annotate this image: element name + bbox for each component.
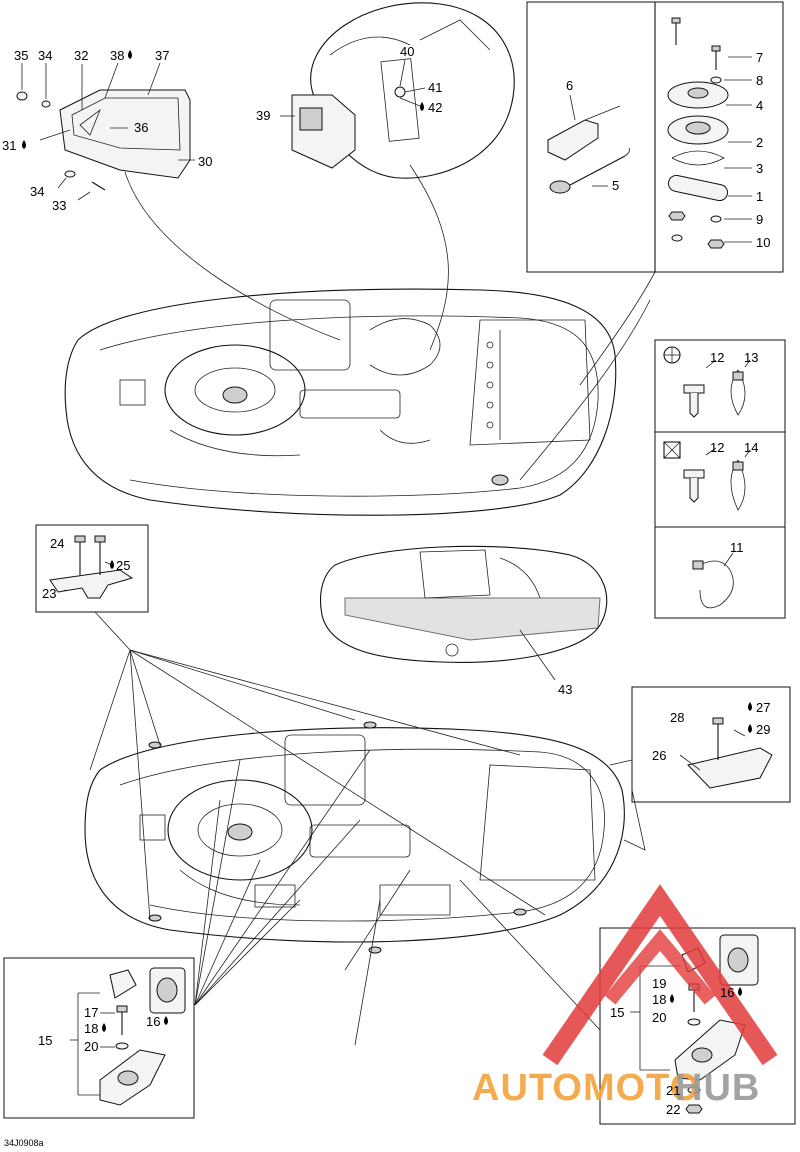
lubricant-drop-icons bbox=[22, 50, 752, 1032]
rear-cleat-detail-box bbox=[631, 686, 791, 803]
fastener-legend-box bbox=[654, 339, 786, 619]
callout-21: 21 bbox=[666, 1083, 680, 1098]
watermark-text-left: AUTOMOTO bbox=[472, 1067, 700, 1109]
callout-12-lower: 12 bbox=[710, 440, 724, 455]
drop-icon bbox=[102, 1023, 106, 1032]
callout-27: 27 bbox=[756, 700, 770, 715]
callout-9: 9 bbox=[756, 212, 763, 227]
callout-36: 36 bbox=[134, 120, 148, 135]
drop-icon bbox=[22, 140, 26, 149]
automotohub-watermark: AUTOMOTO HUB bbox=[472, 884, 778, 1109]
drop-icon bbox=[748, 702, 752, 711]
leader-lines-top bbox=[124, 164, 656, 481]
drop-icon bbox=[164, 1016, 168, 1025]
upper-deck-body bbox=[64, 288, 617, 516]
callout-22: 22 bbox=[666, 1102, 680, 1117]
callout-37: 37 bbox=[155, 48, 169, 63]
callout-28: 28 bbox=[670, 710, 684, 725]
cleat-detail-box bbox=[35, 524, 149, 613]
callout-15-right: 15 bbox=[610, 1005, 624, 1020]
callout-43: 43 bbox=[558, 682, 572, 697]
callout-15-left: 15 bbox=[38, 1033, 52, 1048]
callout-14: 14 bbox=[744, 440, 758, 455]
storage-latch-box-left bbox=[3, 957, 195, 1119]
callout-17: 17 bbox=[84, 1005, 98, 1020]
callout-16-right: 16 bbox=[720, 985, 734, 1000]
callout-2: 2 bbox=[756, 135, 763, 150]
watermark-triangle bbox=[542, 884, 778, 1066]
lower-deck-body bbox=[84, 721, 625, 954]
callout-3: 3 bbox=[756, 161, 763, 176]
callout-10: 10 bbox=[756, 235, 770, 250]
callout-31: 31 bbox=[2, 138, 16, 153]
callout-24: 24 bbox=[50, 536, 64, 551]
drop-icon bbox=[738, 987, 742, 996]
callout-labels: 35 34 32 38 37 31 36 30 34 33 39 40 41 4… bbox=[2, 44, 770, 1148]
callout-34-bottom: 34 bbox=[30, 184, 44, 199]
callout-20-left: 20 bbox=[84, 1039, 98, 1054]
callout-18-left: 18 bbox=[84, 1021, 98, 1036]
callout-25: 25 bbox=[116, 558, 130, 573]
boat-floor-mat-view bbox=[319, 545, 608, 681]
glovebox-cover-assembly bbox=[16, 62, 195, 201]
callout-39: 39 bbox=[256, 108, 270, 123]
drop-icon bbox=[670, 994, 674, 1003]
callout-6: 6 bbox=[566, 78, 573, 93]
watermark-text-right: HUB bbox=[675, 1067, 760, 1109]
callout-35: 35 bbox=[14, 48, 28, 63]
drop-icon bbox=[420, 102, 424, 111]
circle-cross-symbol bbox=[663, 346, 681, 364]
callout-32: 32 bbox=[74, 48, 88, 63]
callout-12-upper: 12 bbox=[710, 350, 724, 365]
callout-13: 13 bbox=[744, 350, 758, 365]
callout-11: 11 bbox=[730, 540, 744, 555]
callout-18-right: 18 bbox=[652, 992, 666, 1007]
drop-icon bbox=[110, 560, 114, 569]
callout-8: 8 bbox=[756, 73, 763, 88]
callout-7: 7 bbox=[756, 50, 763, 65]
callout-34-top: 34 bbox=[38, 48, 52, 63]
leader-lines-bottom bbox=[89, 611, 646, 1046]
callout-42: 42 bbox=[428, 100, 442, 115]
callout-23: 23 bbox=[42, 586, 56, 601]
callout-20-right: 20 bbox=[652, 1010, 666, 1025]
circle-detail-view bbox=[280, 2, 515, 179]
callout-33: 33 bbox=[52, 198, 66, 213]
hardware-box-top-right bbox=[526, 1, 784, 273]
square-cross-symbol bbox=[663, 441, 681, 459]
drop-icon bbox=[748, 724, 752, 733]
callout-29: 29 bbox=[756, 722, 770, 737]
drop-icon bbox=[128, 50, 132, 59]
diagram-code: 34J0908a bbox=[4, 1138, 44, 1148]
callout-19: 19 bbox=[652, 976, 666, 991]
callout-16-left: 16 bbox=[146, 1014, 160, 1029]
callout-40: 40 bbox=[400, 44, 414, 59]
callout-38: 38 bbox=[110, 48, 124, 63]
callout-26: 26 bbox=[652, 748, 666, 763]
callout-5: 5 bbox=[612, 178, 619, 193]
callout-1: 1 bbox=[756, 189, 763, 204]
callout-30: 30 bbox=[198, 154, 212, 169]
callout-4: 4 bbox=[756, 98, 763, 113]
callout-41: 41 bbox=[428, 80, 442, 95]
